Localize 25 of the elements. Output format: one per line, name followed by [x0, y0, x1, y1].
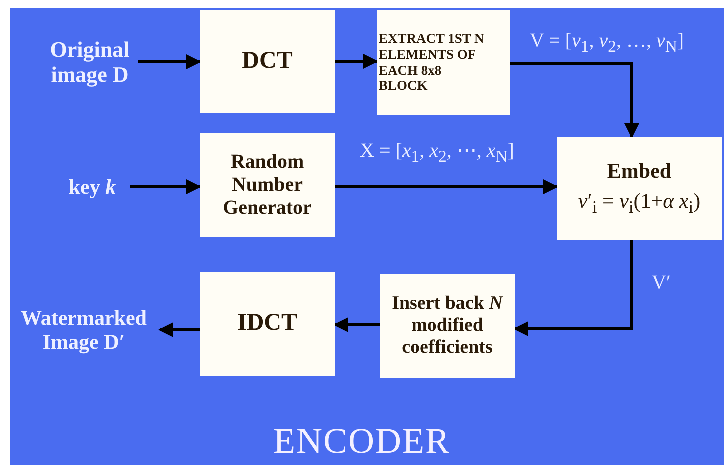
formula: v′$_{i}$ = v$_{i}$(1+α x$_{i}$) — [578, 189, 701, 218]
box-label: EXTRACT 1ST N ELEMENTS OF EACH 8x8 BLOCK — [379, 31, 486, 94]
arrow — [510, 62, 640, 138]
box-label: DCT — [242, 48, 293, 76]
arrow — [130, 180, 202, 194]
box-label: Random Number Generator — [222, 150, 313, 220]
box-label: Embed — [607, 159, 672, 184]
arrow — [138, 54, 202, 70]
process-box — [200, 10, 335, 113]
caption: ENCODER — [272, 420, 452, 462]
arrow — [158, 322, 200, 338]
box-label: IDCT — [237, 310, 298, 338]
arrow — [335, 180, 558, 194]
process-box — [380, 274, 515, 378]
arrow — [514, 240, 634, 336]
io-label: Original image D — [49, 36, 131, 88]
arrow — [335, 54, 378, 69]
process-box — [557, 137, 722, 240]
box-label: Insert back N modified coefficients — [391, 293, 504, 359]
process-box — [377, 10, 510, 115]
process-box — [200, 272, 335, 376]
arrow — [334, 318, 380, 332]
process-box — [200, 133, 335, 237]
io-label: Watermarked Image D′ — [20, 306, 148, 354]
io-label: key k — [68, 174, 116, 200]
